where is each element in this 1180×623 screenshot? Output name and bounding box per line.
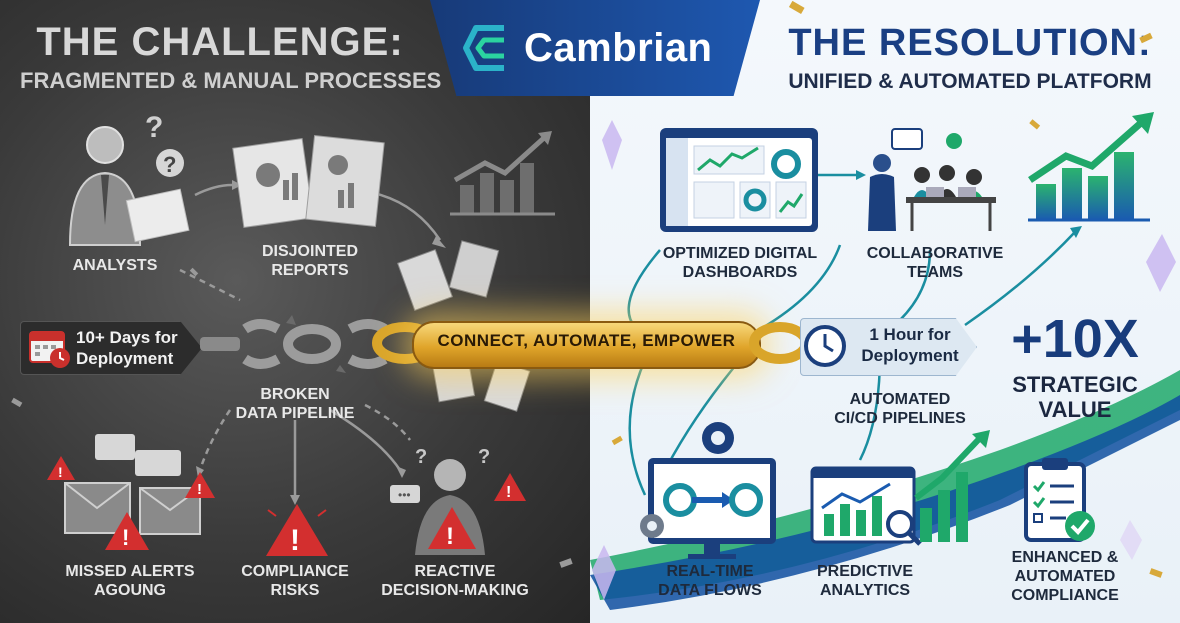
challenge-title: THE CHALLENGE: [36, 20, 404, 64]
resolution-subtitle: UNIFIED & AUTOMATED PLATFORM [788, 70, 1152, 93]
growth-chart-icon [1028, 112, 1154, 222]
svg-text:?: ? [415, 446, 427, 468]
svg-text:!: ! [446, 523, 454, 550]
strategic-value-label: STRATEGIC VALUE [1012, 372, 1138, 422]
connect-automate-empower-bar [412, 321, 761, 369]
automated-cicd-label: AUTOMATED CI/CD PIPELINES [834, 391, 966, 427]
svg-text:!: ! [122, 525, 129, 550]
stressed-person-icon: ••• ? ? ! ! [390, 446, 526, 555]
missed-alerts-label: MISSED ALERTS AGOUNG [65, 563, 195, 599]
optimized-dashboards-label: OPTIMIZED DIGITAL DASHBOARDS [662, 245, 818, 281]
svg-text:!: ! [290, 524, 300, 557]
enhanced-compliance-label: ENHANCED & AUTOMATED COMPLIANCE [1011, 549, 1119, 604]
broken-pipeline-label: BROKEN DATA PIPELINE [235, 386, 355, 422]
broken-chain-icon [200, 315, 388, 373]
svg-text:?: ? [478, 446, 490, 468]
connect-automate-empower-label: CONNECT, AUTOMATE, EMPOWER [437, 331, 736, 350]
analysts-label: ANALYSTS [72, 257, 158, 274]
predictive-analytics-icon [810, 430, 990, 546]
svg-text:•••: ••• [398, 488, 411, 502]
predictive-analytics-label: PREDICTIVE ANALYTICS [816, 563, 913, 599]
deployment-hour-text: 1 Hour for Deployment [861, 325, 959, 365]
reactive-decision-label: REACTIVE DECISION-MAKING [381, 563, 529, 599]
realtime-dataflows-label: REAL-TIME DATA FLOWS [658, 563, 762, 599]
svg-text:!: ! [197, 481, 202, 498]
compliance-warning-icon: ! [266, 504, 328, 557]
deployment-days-text: 10+ Days for Deployment [76, 328, 178, 368]
logo-text: Cambrian [524, 26, 713, 70]
torn-reports-icon [232, 135, 385, 229]
logo-banner [430, 0, 760, 96]
svg-text:?: ? [145, 111, 163, 144]
declining-chart-icon [450, 131, 555, 216]
collaborative-team-icon [868, 128, 996, 231]
clock-icon [804, 325, 846, 367]
realtime-dataflow-icon [640, 422, 776, 559]
calendar-clock-icon [29, 331, 70, 368]
compliance-checklist-icon [1024, 458, 1095, 542]
collaborative-teams-label: COLLABORATIVE TEAMS [866, 245, 1004, 281]
challenge-subtitle: FRAGMENTED & MANUAL PROCESSES [20, 68, 442, 93]
disjointed-reports-label: DISJOINTED REPORTS [261, 243, 358, 279]
svg-text:!: ! [506, 484, 511, 501]
cambrian-logo-icon [463, 25, 504, 71]
svg-text:!: ! [58, 464, 63, 480]
envelope-alerts-icon: ! ! ! [47, 434, 215, 550]
digital-dashboard-icon [660, 128, 818, 232]
svg-text:?: ? [163, 152, 176, 177]
confused-analyst-icon: ? ? [68, 111, 190, 246]
strategic-value-multiplier: +10X [1011, 309, 1139, 369]
compliance-risks-label: COMPLIANCE RISKS [241, 563, 349, 599]
resolution-title: THE RESOLUTION: [788, 22, 1152, 64]
